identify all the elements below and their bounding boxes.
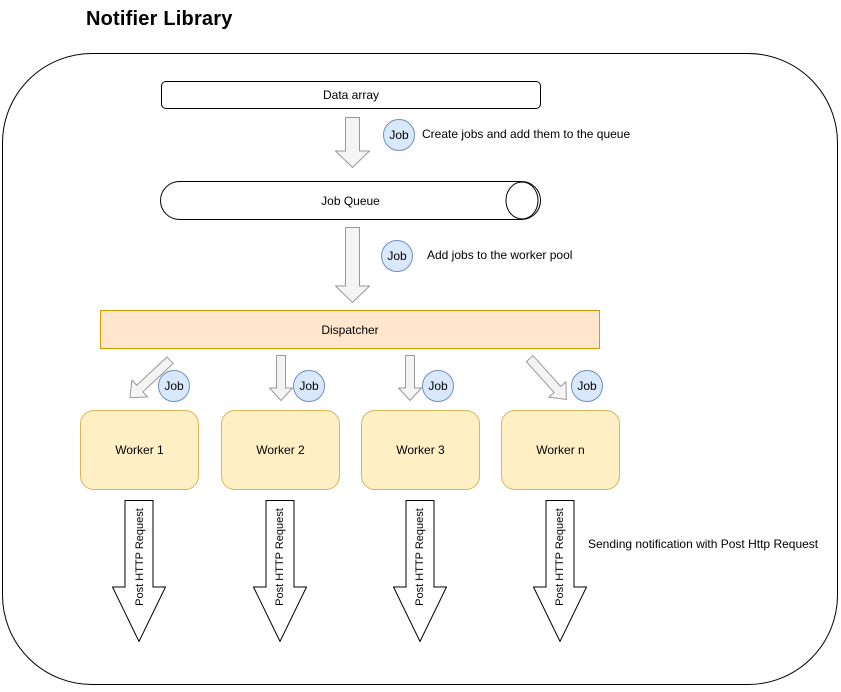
dispatch-arrow-4 (525, 354, 567, 401)
job-badge-label: Job (577, 379, 597, 393)
post-request-arrow-3 (393, 500, 447, 642)
job-badge-label: Job (299, 379, 319, 393)
job-badge-label: Job (387, 249, 407, 263)
worker-1-node: Worker 1 (80, 410, 199, 490)
annotation-create-jobs: Create jobs and add them to the queue (422, 127, 631, 141)
job-badge-queue: Job (383, 119, 415, 151)
job-badge-label: Job (389, 128, 409, 142)
diagram-title: Notifier Library (86, 8, 233, 30)
job-badge-worker-n: Job (571, 370, 603, 402)
job-badge-label: Job (428, 379, 448, 393)
job-badge-worker-3: Job (422, 370, 454, 402)
annotation-add-jobs: Add jobs to the worker pool (427, 248, 573, 262)
dispatcher-label: Dispatcher (321, 322, 379, 337)
worker-label: Worker 3 (396, 443, 445, 457)
dispatcher-node: Dispatcher (100, 310, 600, 349)
annotation-sending: Sending notification with Post Http Requ… (588, 537, 819, 551)
dispatch-arrow-1 (129, 356, 174, 399)
job-badge-worker-2: Job (293, 370, 325, 402)
dispatch-arrow-3 (398, 355, 422, 401)
post-request-arrow-4 (533, 500, 587, 642)
worker-2-node: Worker 2 (221, 410, 340, 490)
worker-3-node: Worker 3 (361, 410, 480, 490)
job-badge-pool: Job (381, 240, 413, 272)
data-array-label: Data array (322, 88, 380, 102)
job-badge-worker-1: Job (158, 370, 190, 402)
job-queue-label: Job Queue (321, 193, 380, 208)
post-request-arrow-label: Post HTTP Request (274, 508, 286, 606)
worker-label: Worker n (536, 443, 585, 457)
post-request-arrow-1 (112, 500, 166, 642)
post-request-arrow-label: Post HTTP Request (134, 508, 146, 606)
post-request-arrow-label: Post HTTP Request (554, 508, 566, 606)
system-boundary (2, 53, 838, 685)
job-queue-node (160, 181, 541, 220)
flow-down-arrow-1 (335, 117, 370, 168)
worker-label: Worker 1 (115, 443, 164, 457)
post-request-arrow-2 (253, 500, 307, 642)
dispatch-arrow-2 (269, 355, 293, 401)
job-badge-label: Job (164, 379, 184, 393)
data-array-node: Data array (161, 81, 541, 109)
worker-label: Worker 2 (256, 443, 305, 457)
post-request-arrow-label: Post HTTP Request (414, 508, 426, 606)
worker-n-node: Worker n (501, 410, 620, 490)
flow-down-arrow-2 (335, 227, 370, 303)
